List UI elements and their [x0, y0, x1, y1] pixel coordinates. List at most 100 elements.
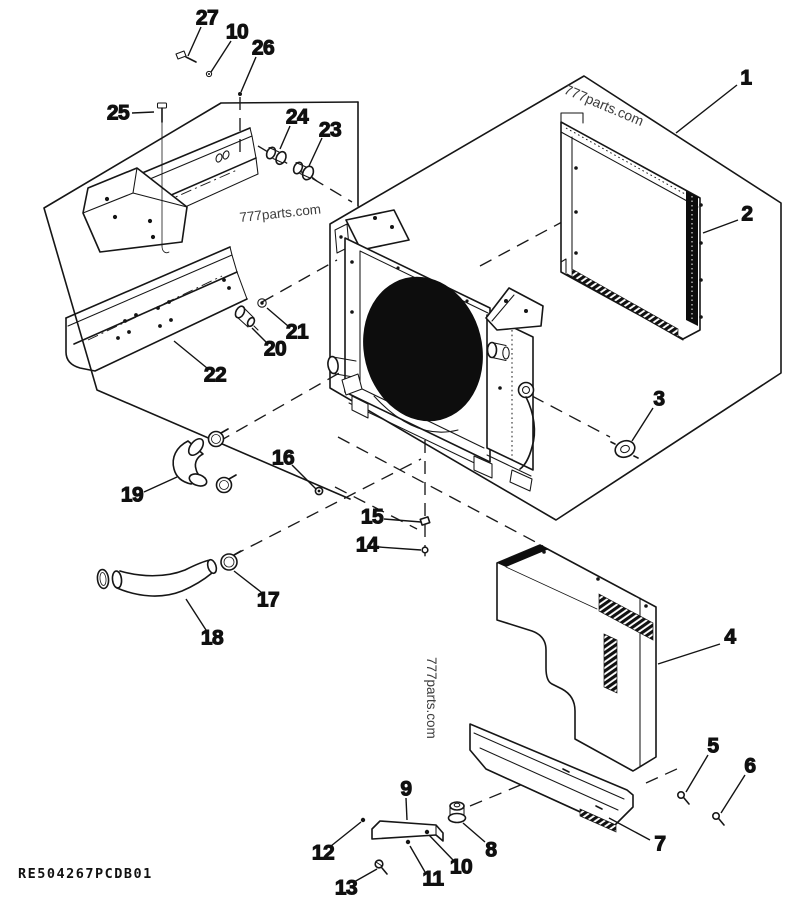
callout-label: 8 [485, 839, 497, 862]
fan-opening [363, 276, 483, 433]
callout-14: 14 [355, 533, 422, 557]
elbow-hose-19 [172, 437, 208, 487]
callout-label: 4 [724, 626, 736, 649]
callout-label: 15 [361, 506, 384, 529]
leader-line [240, 56, 257, 93]
callout-label: 10 [450, 856, 472, 879]
channel-weld-boss [215, 150, 230, 163]
callout-10: 10 [210, 20, 249, 73]
leader-line [608, 817, 651, 841]
callout-label: 16 [272, 447, 294, 470]
callout-4: 4 [657, 625, 737, 665]
leader-line [675, 84, 738, 134]
leader-line [131, 111, 155, 114]
leader-line [210, 40, 232, 73]
callout-3: 3 [631, 387, 666, 442]
screw-5 [676, 790, 690, 805]
leader-line [187, 26, 202, 57]
radiator-tank [485, 287, 544, 492]
panel-bottom-seal [560, 258, 684, 341]
leader-line [685, 754, 709, 793]
screw-13 [374, 859, 388, 875]
hole-11-point [405, 839, 411, 845]
callout-15: 15 [360, 505, 422, 529]
callout-22: 22 [173, 340, 227, 387]
hose-clamp-19b [215, 474, 237, 494]
callout-label: 25 [107, 102, 130, 125]
callout-21: 21 [266, 307, 310, 344]
leader-line [462, 822, 486, 843]
callout-label: 10 [226, 21, 248, 44]
callout-2: 2 [702, 202, 754, 234]
leader-line [353, 868, 378, 883]
callout-label: 1 [740, 67, 752, 90]
radiator-assembly [327, 209, 544, 492]
leader-line [428, 834, 454, 861]
left-reference-plane [43, 101, 359, 500]
callout-5: 5 [685, 734, 720, 793]
lower-hose-18 [96, 558, 218, 597]
leader-line [330, 821, 362, 847]
callout-label: 9 [400, 778, 411, 801]
callout-10: 10 [428, 834, 473, 879]
leader-line [631, 407, 654, 442]
leader-line [409, 845, 426, 873]
screw-12-point [360, 817, 366, 823]
filler-neck [517, 381, 535, 399]
callout-11: 11 [409, 845, 445, 891]
callout-label: 21 [286, 321, 309, 344]
hose-clamp-18 [96, 568, 110, 590]
overflow-tube [519, 396, 536, 470]
callout-label: 11 [422, 868, 444, 891]
leader-line [233, 570, 262, 593]
callout-label: 13 [335, 877, 357, 900]
bolt-25 [156, 102, 170, 254]
panel-side-seal-2 [686, 191, 698, 326]
callout-12: 12 [311, 821, 362, 865]
callout-label: 20 [264, 338, 286, 361]
bushing-24 [265, 146, 287, 166]
leader-line [720, 774, 746, 814]
callout-label: 26 [252, 37, 274, 60]
callout-label: 23 [319, 119, 341, 142]
callout-label: 3 [653, 388, 664, 411]
callout-7: 7 [608, 817, 667, 856]
callout-25: 25 [106, 101, 155, 125]
main-reference-box [329, 75, 782, 521]
callout-27: 27 [187, 6, 219, 57]
bushing-23 [292, 161, 318, 182]
callout-13: 13 [334, 868, 378, 900]
callout-label: 17 [257, 589, 279, 612]
callout-23: 23 [308, 118, 342, 167]
callout-label: 27 [196, 7, 218, 30]
plug-26 [238, 92, 242, 96]
callout-label: 19 [121, 484, 143, 507]
hose-clamp-19a [207, 428, 229, 448]
fan-shroud-4 [496, 544, 657, 772]
leader-line [308, 137, 323, 167]
callout-17: 17 [233, 570, 280, 612]
callout-24: 24 [279, 105, 310, 150]
callout-1: 1 [675, 66, 753, 134]
callout-label: 24 [286, 106, 309, 129]
leader-line [405, 797, 408, 821]
nut-14 [421, 546, 429, 557]
callout-label: 7 [654, 833, 665, 856]
screw-27 [175, 50, 197, 63]
bottom-tray-7 [469, 723, 634, 833]
hole-10-point [424, 829, 430, 835]
callout-label: 6 [744, 755, 755, 778]
radiator-cap-3 [610, 439, 639, 459]
callout-label: 5 [707, 735, 719, 758]
washer-10 [205, 70, 213, 78]
leader-line [266, 307, 289, 327]
leader-line [383, 518, 422, 523]
rear-panel-1 [560, 112, 703, 341]
radiator-feet [348, 395, 493, 479]
clip-15 [419, 516, 431, 526]
callout-label: 14 [356, 534, 379, 557]
callout-label: 22 [204, 364, 226, 387]
leader-line [251, 327, 267, 343]
hose-clamp-17 [220, 550, 242, 571]
